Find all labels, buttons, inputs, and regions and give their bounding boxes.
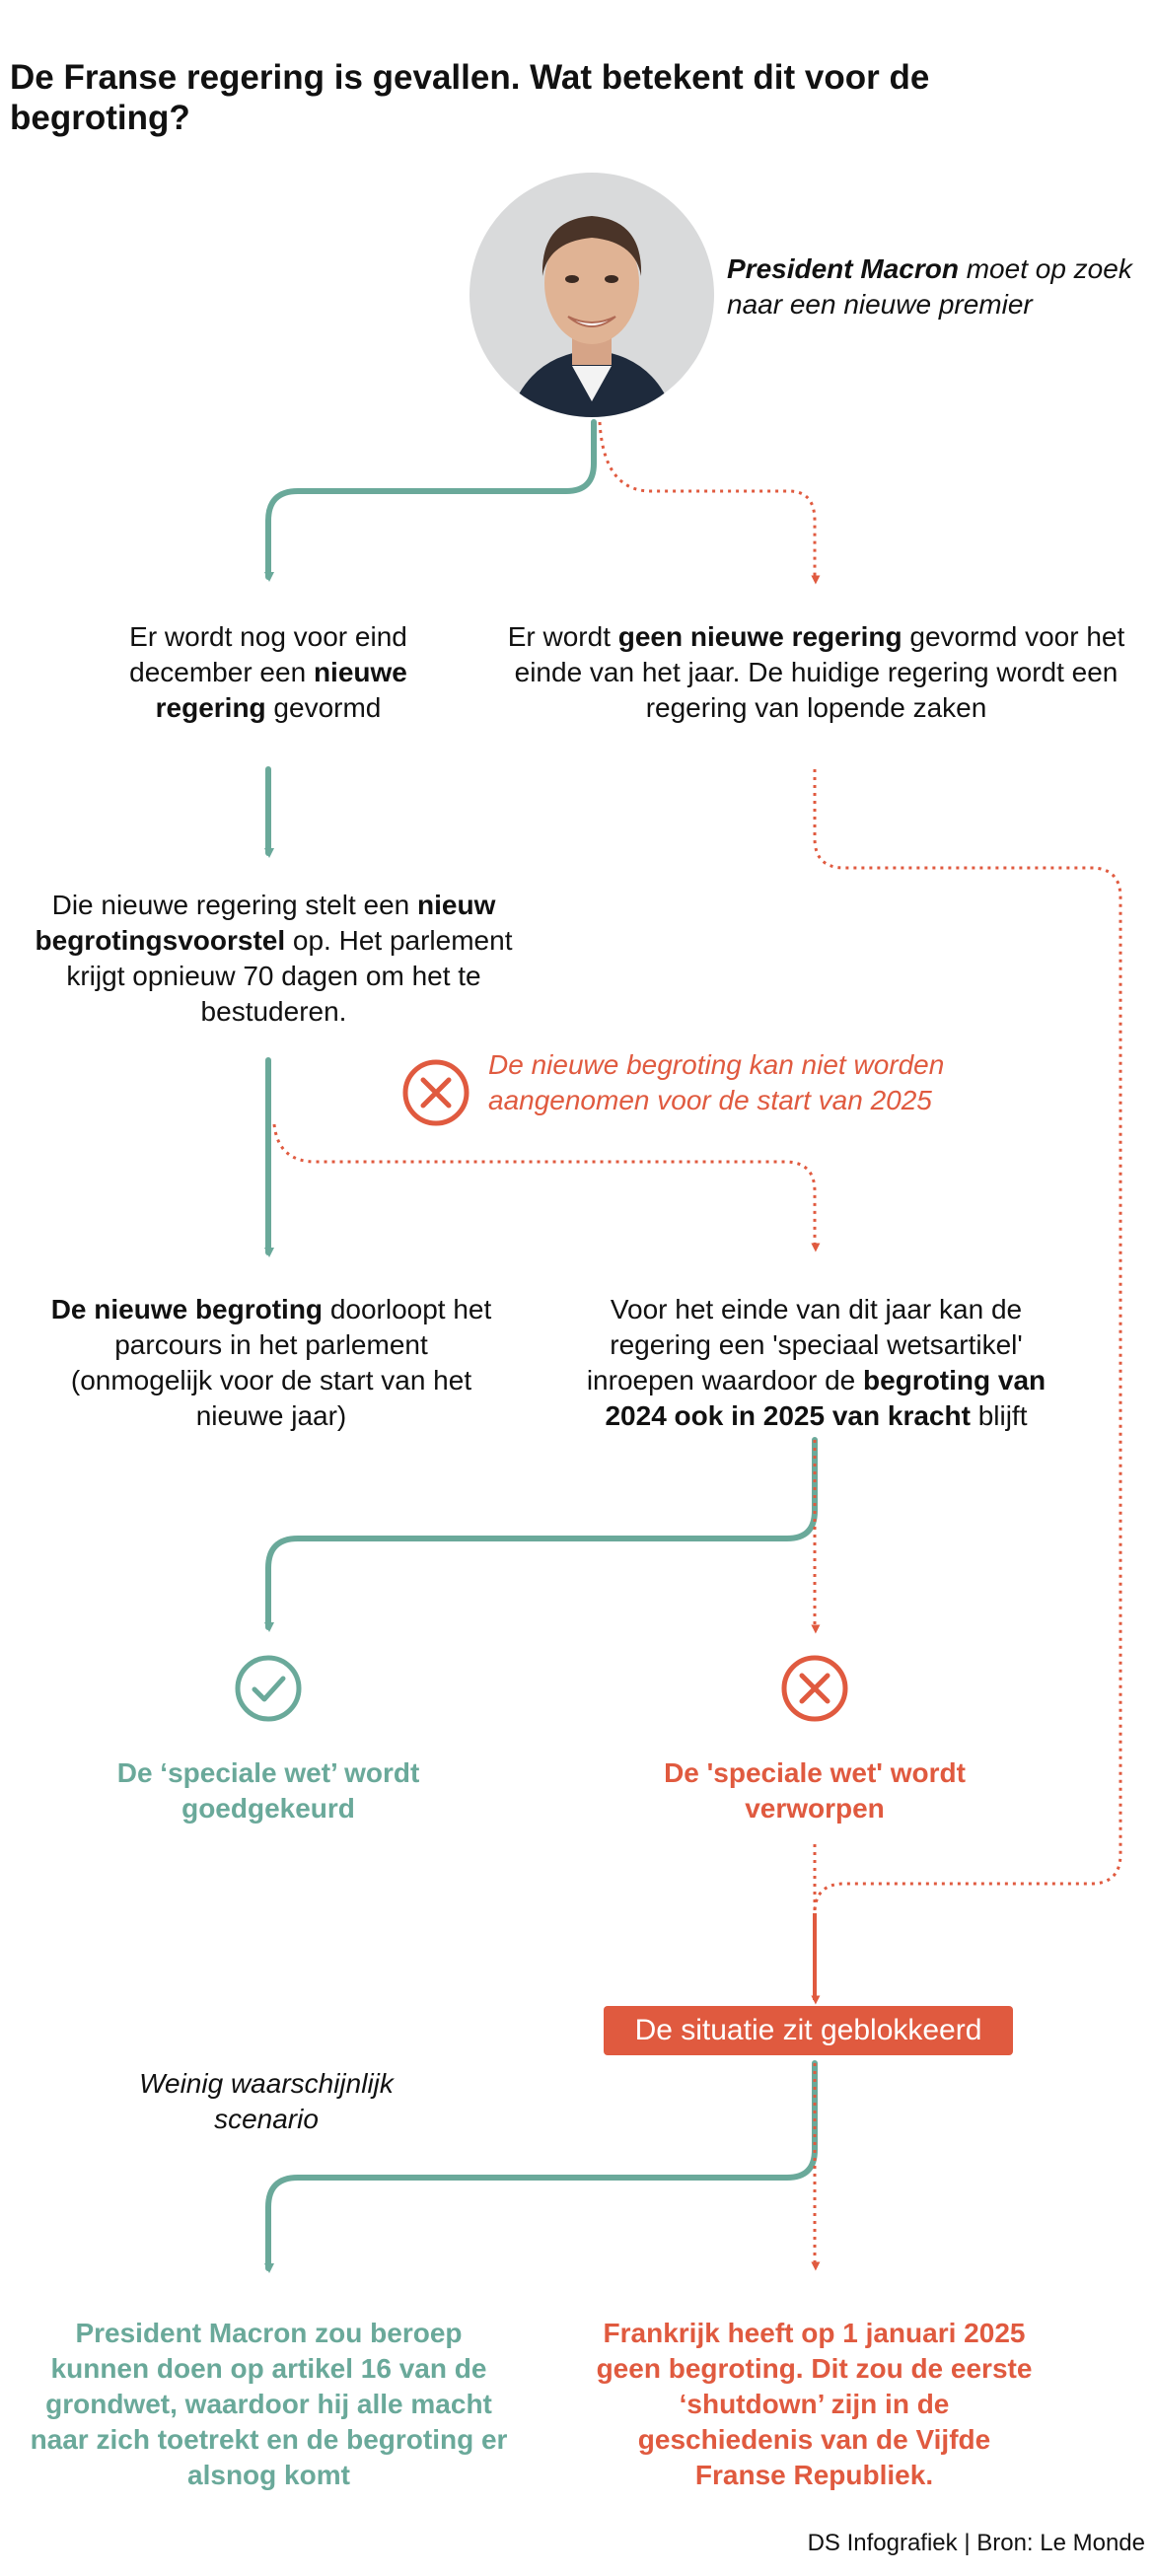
law-rejected-label: De 'speciale wet' wordt verworpen <box>664 1757 966 1824</box>
new-government-node: Er wordt nog voor eind december een nieu… <box>129 621 407 723</box>
article-16-outcome: President Macron zou beroep kunnen doen … <box>30 2318 508 2490</box>
teal-connector <box>264 1437 818 1632</box>
shutdown-outcome: Frankrijk heeft op 1 januari 2025 geen b… <box>596 2318 1033 2490</box>
portrait-caption: President Macron moet op zoek naar een n… <box>727 253 1132 320</box>
blocked-status-badge: De situatie zit geblokkeerd <box>604 2006 1013 2055</box>
new-budget-proposal-node: Die nieuwe regering stelt een nieuw begr… <box>35 890 513 1027</box>
source-credit: DS Infografiek | Bron: Le Monde <box>807 2530 1145 2556</box>
x-circle-icon <box>781 1655 848 1722</box>
page-title: De Franse regering is gevallen. Wat bete… <box>10 58 930 137</box>
teal-connector <box>264 2060 818 2273</box>
no-new-government-node: Er wordt geen nieuwe regering gevormd vo… <box>507 621 1125 723</box>
macron-portrait <box>469 173 714 417</box>
teal-connector <box>264 419 597 582</box>
red-dotted-connector <box>813 769 1122 1914</box>
red-dotted-connector <box>272 1123 821 1252</box>
budget-warning-text: De nieuwe begroting kan niet worden aang… <box>488 1049 945 1115</box>
check-circle-icon <box>235 1655 302 1722</box>
unlikely-scenario-note: Weinig waarschijnlijk scenario <box>139 2068 394 2134</box>
x-circle-icon <box>402 1059 469 1126</box>
budget-parliament-node: De nieuwe begroting doorloopt het parcou… <box>50 1294 492 1431</box>
law-approved-label: De ‘speciale wet’ wordt goedgekeurd <box>116 1757 420 1824</box>
red-dotted-connector <box>598 421 821 585</box>
special-law-node: Voor het einde van dit jaar kan de reger… <box>586 1294 1047 1431</box>
